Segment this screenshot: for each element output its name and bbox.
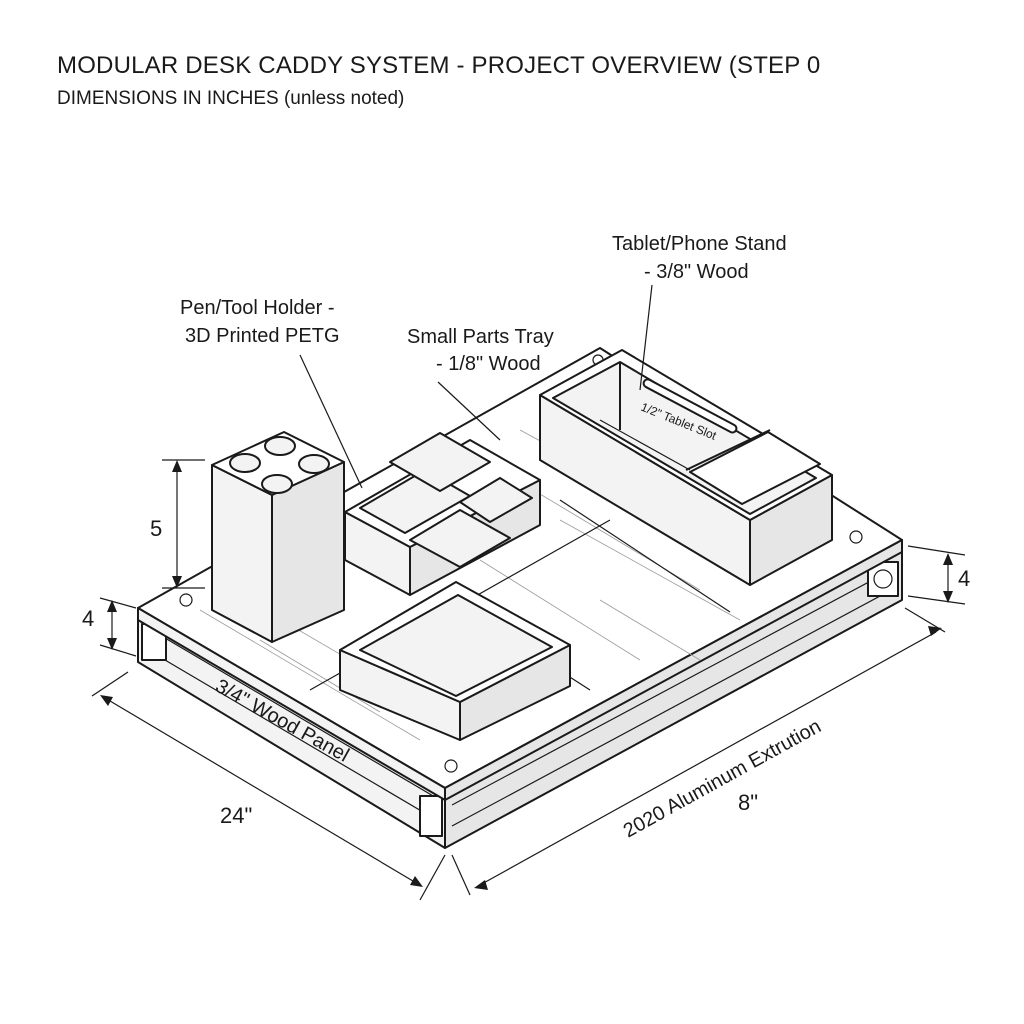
dim-pen-height: 5 bbox=[150, 516, 162, 541]
screw-icon bbox=[179, 593, 193, 607]
dim-arrow-icon bbox=[410, 876, 423, 887]
dim-ext-line bbox=[99, 597, 137, 609]
dim-ext-line bbox=[91, 671, 129, 697]
dim-arrow-icon bbox=[172, 460, 182, 472]
callout-tablet-stand-line2: - 3/8" Wood bbox=[644, 261, 749, 283]
front-tray bbox=[339, 581, 571, 741]
page-subtitle: DIMENSIONS IN INCHES (unless noted) bbox=[57, 88, 405, 109]
dim-width: 24" bbox=[220, 803, 252, 828]
pen-tool-holder bbox=[211, 431, 345, 643]
extrusion-end-hole bbox=[873, 569, 893, 589]
frame-channel-line bbox=[147, 649, 441, 823]
dim-arrow-icon bbox=[943, 591, 953, 603]
dim-depth: 8" bbox=[738, 790, 758, 815]
leader-parts-tray bbox=[437, 381, 501, 441]
dim-ext-line bbox=[907, 545, 966, 556]
dim-left-height: 4 bbox=[82, 606, 94, 631]
dim-ext-line bbox=[99, 644, 137, 657]
wood-panel-edge-right bbox=[444, 539, 903, 801]
callout-parts-tray-line2: - 1/8" Wood bbox=[436, 353, 541, 375]
dim-ext-line bbox=[907, 595, 966, 605]
dim-line-width bbox=[104, 697, 419, 885]
screw-icon bbox=[849, 530, 863, 544]
callout-parts-tray-line1: Small Parts Tray bbox=[407, 326, 554, 348]
callout-pen-holder-line2: 3D Printed PETG bbox=[185, 325, 340, 347]
dim-arrow-icon bbox=[928, 626, 942, 636]
dim-arrow-icon bbox=[100, 695, 113, 706]
frame-corner-bracket bbox=[419, 795, 443, 837]
dim-ext-line bbox=[419, 854, 446, 901]
dim-right-height: 4 bbox=[958, 566, 970, 591]
frame-channel-line bbox=[147, 627, 441, 801]
dim-ext-line bbox=[451, 854, 471, 896]
callout-pen-holder-line1: Pen/Tool Holder - bbox=[180, 297, 335, 319]
extrusion-end-profile bbox=[867, 561, 899, 597]
dim-line-depth bbox=[479, 631, 937, 886]
leader-pen-holder bbox=[299, 354, 363, 489]
dim-arrow-icon bbox=[943, 553, 953, 565]
panel-seam bbox=[559, 499, 731, 613]
screw-icon bbox=[444, 759, 458, 773]
dim-arrow-icon bbox=[107, 600, 117, 612]
dim-arrow-icon bbox=[172, 576, 182, 588]
frame-channel-line bbox=[451, 567, 896, 806]
callout-tablet-stand-line1: Tablet/Phone Stand bbox=[612, 233, 787, 255]
frame-channel-line bbox=[451, 587, 896, 827]
dim-arrow-icon bbox=[474, 880, 488, 890]
tablet-stand bbox=[539, 349, 833, 586]
leader-tablet-stand bbox=[639, 284, 653, 391]
page-title: MODULAR DESK CADDY SYSTEM - PROJECT OVER… bbox=[57, 52, 821, 79]
small-parts-tray bbox=[344, 432, 541, 596]
dim-arrow-icon bbox=[107, 638, 117, 650]
